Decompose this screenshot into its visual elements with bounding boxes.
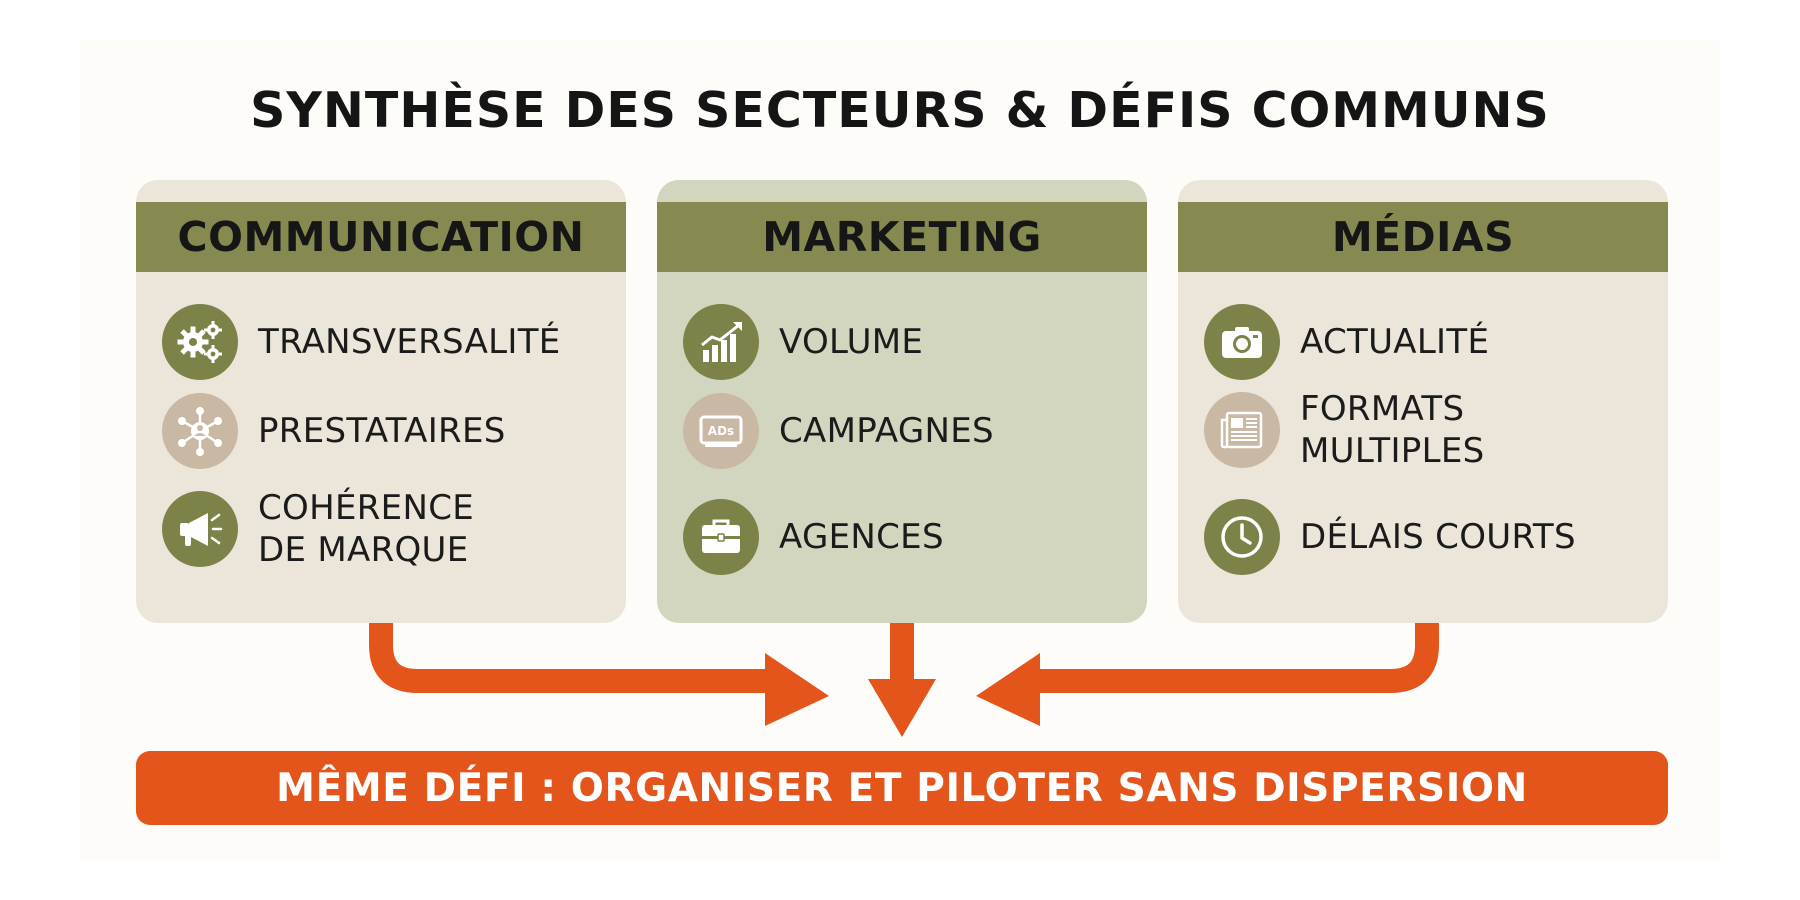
center-arrow-head	[868, 679, 936, 737]
briefcase-icon	[683, 499, 759, 575]
item-label: PRESTATAIRES	[258, 411, 506, 451]
right-arrow-shaft	[1032, 623, 1439, 693]
list-item-coherence-de-marque: COHÉRENCE DE MARQUE	[162, 483, 474, 575]
card-header-label: MARKETING	[762, 213, 1042, 261]
item-label: DÉLAIS COURTS	[1300, 517, 1576, 557]
network-icon	[162, 393, 238, 469]
card-marketing: MARKETING VOLUME ADs	[657, 180, 1147, 623]
list-item-formats-multiples: FORMATS MULTIPLES	[1204, 384, 1485, 476]
right-arrow-head	[976, 653, 1040, 726]
card-header-label: COMMUNICATION	[177, 213, 585, 261]
banner-text: MÊME DÉFI : ORGANISER ET PILOTER SANS DI…	[276, 765, 1528, 811]
item-label: TRANSVERSALITÉ	[258, 322, 561, 362]
item-label: COHÉRENCE DE MARQUE	[258, 488, 475, 570]
left-arrow-shaft	[369, 623, 775, 693]
card-communication: COMMUNICATION	[136, 180, 626, 623]
list-item-delais-courts: DÉLAIS COURTS	[1204, 499, 1576, 575]
card-medias: MÉDIAS ACTUALITÉ	[1178, 180, 1668, 623]
bottom-banner: MÊME DÉFI : ORGANISER ET PILOTER SANS DI…	[136, 751, 1668, 825]
gears-icon	[162, 304, 238, 380]
list-item-transversalite: TRANSVERSALITÉ	[162, 304, 561, 380]
card-header-marketing: MARKETING	[657, 202, 1147, 272]
newspaper-icon	[1204, 392, 1280, 468]
list-item-agences: AGENCES	[683, 499, 944, 575]
item-label: CAMPAGNES	[779, 411, 994, 451]
item-label: ACTUALITÉ	[1300, 322, 1490, 362]
item-label: VOLUME	[779, 322, 924, 362]
card-header-communication: COMMUNICATION	[136, 202, 626, 272]
list-item-campagnes: ADs CAMPAGNES	[683, 393, 994, 469]
page-title: SYNTHÈSE DES SECTEURS & DÉFIS COMMUNS	[250, 82, 1550, 139]
megaphone-icon	[162, 491, 238, 567]
card-header-medias: MÉDIAS	[1178, 202, 1668, 272]
list-item-prestataires: PRESTATAIRES	[162, 393, 506, 469]
ads-screen-icon: ADs	[683, 393, 759, 469]
card-header-label: MÉDIAS	[1331, 213, 1515, 261]
ads-icon-text: ADs	[708, 424, 734, 438]
list-item-actualite: ACTUALITÉ	[1204, 304, 1489, 380]
item-label: AGENCES	[779, 517, 944, 557]
growth-chart-icon	[683, 304, 759, 380]
clock-icon	[1204, 499, 1280, 575]
list-item-volume: VOLUME	[683, 304, 923, 380]
left-arrow-head	[765, 653, 829, 726]
camera-icon	[1204, 304, 1280, 380]
item-label: FORMATS MULTIPLES	[1300, 389, 1485, 471]
